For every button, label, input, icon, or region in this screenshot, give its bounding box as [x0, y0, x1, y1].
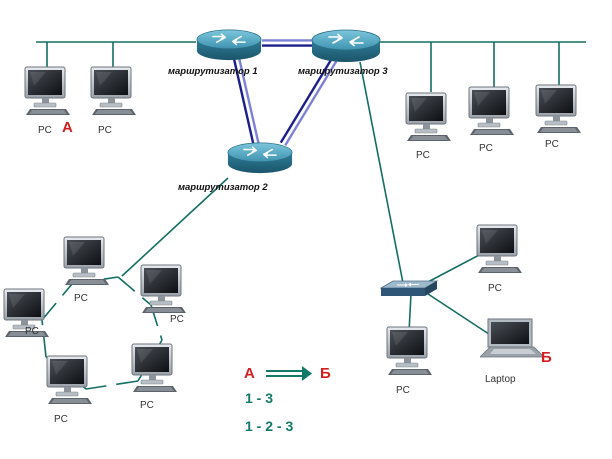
pc-ring-2-monitor-icon: [140, 264, 187, 314]
link-r2-ring: [121, 177, 229, 277]
pc-label-12: PC: [396, 385, 410, 396]
legend-path-1-2-3: 1 - 2 - 3: [245, 418, 293, 434]
pc-label-8: PC: [25, 326, 39, 337]
pc-label-6: PC: [74, 293, 88, 304]
ring-link-4: [85, 380, 139, 390]
link-r1-r3: [262, 39, 313, 47]
pc-right-bottom-monitor-icon: [386, 326, 433, 376]
router-3-icon: [311, 29, 381, 63]
marker-b: Б: [541, 349, 552, 366]
link-switch-laptop: [424, 291, 499, 341]
pc-label-10: PC: [140, 400, 154, 411]
node-labels: PC PC PC PC PC PC PC PC PC PC PC PC Laptop маршрутиза…: [25, 66, 559, 425]
pc-label-9: PC: [54, 414, 68, 425]
router-2-label: маршрутизатор 2: [178, 182, 268, 193]
pc-label-2: PC: [98, 125, 112, 136]
ring-link-1: [117, 276, 152, 306]
pc-label-4: PC: [479, 143, 493, 154]
pc-label-5: PC: [545, 139, 559, 150]
pc-ring-4-monitor-icon: [46, 355, 93, 405]
pc-label-3: PC: [416, 150, 430, 161]
pc-top-right-3-monitor-icon: [535, 84, 582, 134]
pc-ring-1-monitor-icon: [63, 236, 110, 286]
link-r3-switch: [359, 61, 404, 284]
pc-label-11: PC: [488, 283, 502, 294]
router-1-label: маршрутизатор 1: [168, 66, 258, 77]
laptop-icon: [480, 318, 544, 358]
switch-icon: [380, 280, 438, 297]
ring-link-7: [41, 283, 73, 321]
pc-right-top-monitor-icon: [476, 224, 523, 274]
link-r1-r2: [232, 55, 260, 145]
link-r3-r2: [279, 58, 338, 146]
legend-from: А: [244, 365, 255, 382]
router-3-label: маршрутизатор 3: [298, 66, 388, 77]
pc-top-2-monitor-icon: [90, 66, 137, 116]
pc-top-right-2-monitor-icon: [468, 86, 515, 136]
pc-label-7: PC: [170, 314, 184, 325]
link-switch-pc-bottom: [408, 293, 412, 333]
laptop-label: Laptop: [485, 374, 516, 385]
legend: А Б 1 - 3 1 - 2 - 3: [244, 365, 331, 434]
marker-a: А: [62, 119, 73, 136]
router-1-icon: [196, 29, 262, 61]
ring-link-6: [41, 319, 47, 358]
pc-ring-5-monitor-icon: [131, 343, 178, 393]
router-2-icon: [227, 142, 293, 174]
arrow-right-icon: [266, 366, 312, 381]
legend-path-1-3: 1 - 3: [245, 390, 273, 406]
pc-a-monitor-icon: [24, 66, 71, 116]
legend-to: Б: [320, 365, 331, 382]
pc-top-right-1-monitor-icon: [405, 92, 452, 142]
pc-label-1: PC: [38, 125, 52, 136]
